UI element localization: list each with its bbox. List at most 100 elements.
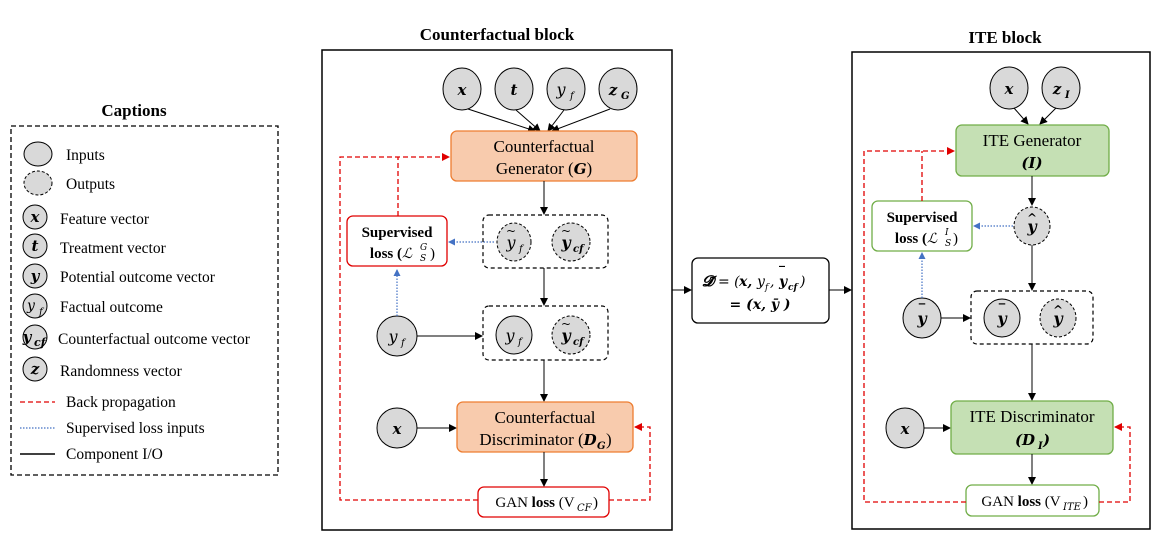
cf-input-yf [546,67,586,111]
cf-input-zg-label: z [608,81,618,99]
cf-output-ycf-tilde-sub: cf [573,244,585,255]
cf-gan-close: ) [593,495,598,511]
cf-output-group-1 [482,214,609,269]
legend-t-symbol: t [32,237,39,255]
cf-output-group-2 [482,305,609,361]
ite-generator-sym: (I) [1021,154,1042,172]
caption-outputs: Outputs [66,176,115,193]
edge-zi-to-ite-generator [1039,107,1057,125]
dataset-line1-open: = ( [718,274,740,290]
ite-ybar-input-label: y [916,309,928,328]
ite-output-yhat-mark: ^ [1027,211,1037,225]
caption-randomness: Randomness vector [60,363,183,380]
treatment-legend-icon [22,233,48,259]
cf-output-yf-tilde-mark: ~ [506,224,516,238]
ite-gan-loss [965,484,1100,517]
ite-loss-close: ) [953,231,958,247]
cf-output2-ycf-label: y [560,326,572,345]
cf-input-t-label: t [511,81,518,99]
ite-output-ybar-label: y [996,309,1008,328]
counterfactual-block-title: Counterfactual block [420,25,575,44]
ite-output-ybar [983,298,1021,338]
cf-generator-line1: Counterfactual [493,137,594,156]
ite-disc-sym: (D [1015,431,1035,449]
cf-loss-close: ) [430,246,435,262]
factual-legend-icon [22,293,48,319]
cf-input-x-label: x [457,81,468,99]
cf-input-zg [598,67,638,111]
edge-t-to-generator [515,109,541,132]
ite-disc-close: ) [1042,431,1050,449]
ite-output-yhat-label: y [1026,217,1038,236]
cf-yf-input-label: y [387,327,398,346]
ite-loss-sub: S [945,239,951,249]
cf-generator-line2: Generator (G) [496,159,592,178]
legend-yf-symbol: y [26,298,36,314]
caption-factual: Factual outcome [60,299,163,316]
ite-gan-close: ) [1083,494,1088,510]
cf-disc-x-label: x [392,420,403,438]
ite-input-zi [1041,66,1081,110]
cf-supervised-label: Supervised [362,225,434,241]
counterfactual-legend-icon [22,324,48,350]
outputs-legend-icon [23,170,53,196]
dataset-line1-bar: ‾ [779,264,785,278]
ite-input-x [989,66,1029,110]
legend-ycf-symbol: y [22,328,33,346]
counterfactual-block-frame [321,49,673,531]
ite-gan-sub: ITE [1062,502,1082,513]
cf-loss-sup: G [420,243,427,253]
cf-output-ycf-tilde [551,222,591,262]
cf-output2-yf-sub: f [517,337,524,348]
captions-title: Captions [101,101,167,120]
edge-yf-to-generator [547,109,565,132]
caption-component-io: Component I/O [66,446,163,463]
legend-yf-sub: f [38,307,45,318]
caption-potential: Potential outcome vector [60,269,216,286]
cf-input-yf-sub: f [569,91,576,102]
randomness-legend-icon [22,356,48,382]
cf-yf-input-sub: f [400,338,407,349]
dataset-line1-ybar: y [778,274,788,290]
cf-loss-sub: S [420,254,426,264]
cf-gan-loss [477,486,610,518]
cf-input-t [494,67,534,111]
cf-output2-ycf-mark: ~ [561,317,571,331]
ite-ybar-input-mark: ‾ [919,302,926,317]
ite-output-yhat2 [1039,298,1077,338]
potential-legend-icon [22,263,48,289]
caption-inputs: Inputs [66,147,105,164]
edge-x-to-generator [467,108,536,133]
dataset-container [691,257,830,324]
dataset-line1-comma: , [770,274,774,290]
legend-y-symbol: y [30,267,41,285]
ite-output-yhat2-mark: ^ [1053,303,1063,317]
legend-x-symbol: x [30,208,41,226]
ite-generator-line1: ITE Generator [983,131,1082,150]
inputs-legend-icon [23,141,53,167]
ite-disc-line1: ITE Discriminator [969,407,1094,426]
cf-output-yf-tilde [496,222,532,262]
cf-disc-line1: Counterfactual [494,408,595,427]
ite-supervised-label: Supervised [887,210,959,226]
cf-output-ycf-tilde-mark: ~ [561,224,571,238]
cf-gan-sub: CF [577,503,593,514]
feature-legend-icon [22,204,48,230]
cf-output2-ycf-sub: cf [573,337,585,348]
captions-legend: Captions Inputs Outputs x Feature vector… [10,101,279,476]
dataset-d-symbol: 𝓓̃ [702,272,717,290]
caption-feature: Feature vector [60,211,150,228]
caption-backprop: Back propagation [66,394,176,411]
cf-output-yf-tilde-label: y [505,233,516,252]
captions-frame [10,125,279,476]
caption-counterfactual: Counterfactual outcome vector [58,331,251,348]
counterfactual-discriminator [456,401,634,453]
cf-output2-ycf-tilde [551,315,591,355]
caption-supervised-inputs: Supervised loss inputs [66,420,205,437]
ite-block-title: ITE block [968,28,1042,47]
dataset-line1-x: x, [738,274,752,290]
ite-input-zi-label: z [1052,80,1062,98]
ite-disc-x-label: x [900,420,911,438]
cf-backprop-gan-to-discriminator [609,423,651,501]
ite-input-x-label: x [1004,80,1015,98]
